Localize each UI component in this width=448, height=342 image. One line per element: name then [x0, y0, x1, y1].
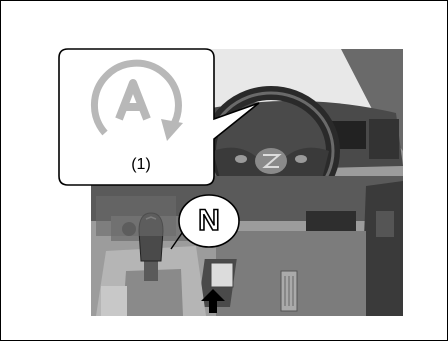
neutral-indicator-label: N [183, 201, 235, 241]
brake-pedal [211, 263, 233, 287]
accelerator-pedal [281, 271, 297, 311]
callout-label: (1) [121, 156, 161, 174]
